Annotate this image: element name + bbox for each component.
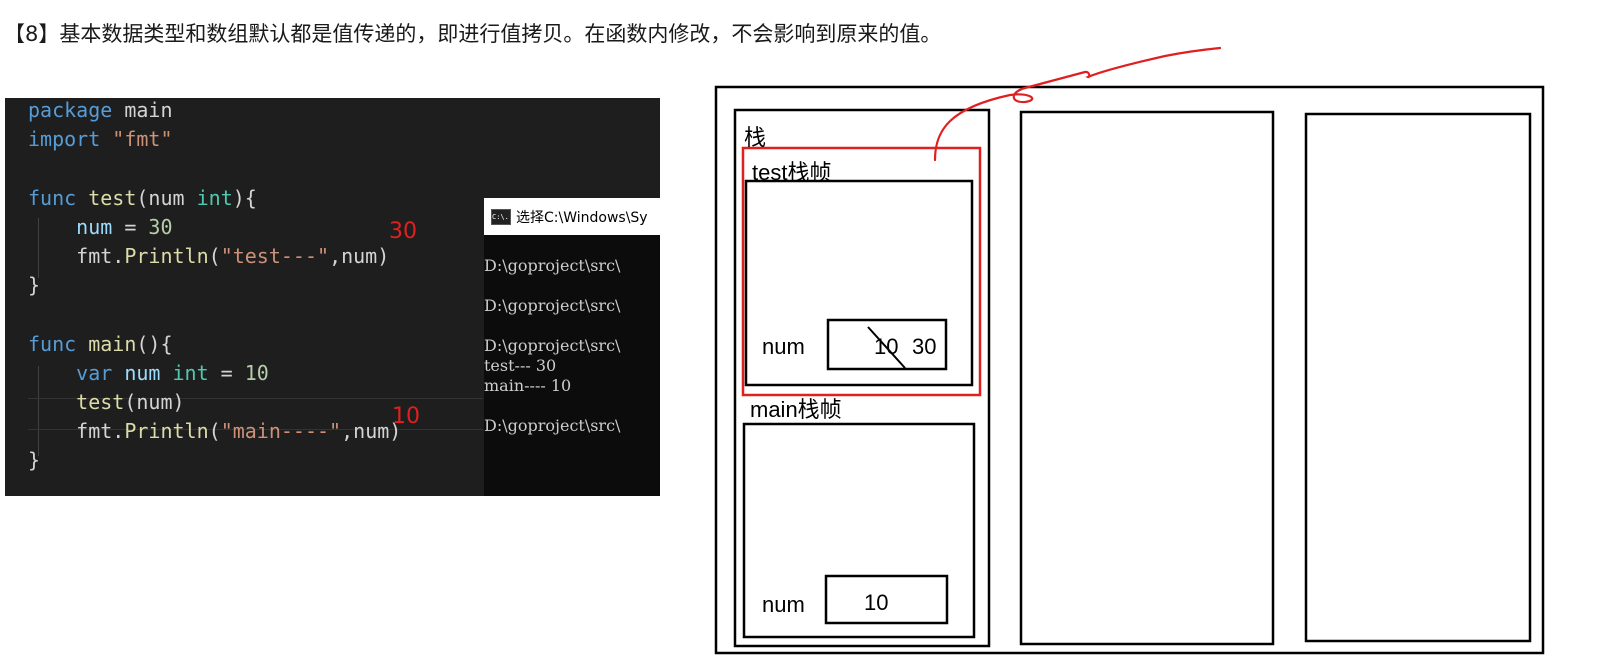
console-line: D:\goproject\src\ bbox=[484, 416, 621, 435]
console-icon: C:\. bbox=[491, 209, 511, 225]
code-line-2: import "fmt" bbox=[28, 127, 173, 151]
main-num-value: 10 bbox=[864, 590, 889, 615]
stack-label: 栈 bbox=[744, 125, 767, 150]
code-line-6: fmt.Println("test---",num) bbox=[76, 244, 390, 268]
console-window: C:\. 选择C:\Windows\Sy D:\goproject\src\ D… bbox=[484, 198, 660, 496]
console-line: D:\goproject\src\ bbox=[484, 296, 621, 315]
annotation-30: 30 bbox=[389, 219, 417, 244]
code-line-1: package main bbox=[28, 98, 173, 122]
code-line-7: } bbox=[28, 273, 41, 297]
main-num-box bbox=[824, 574, 949, 625]
indent-guide bbox=[38, 218, 39, 278]
console-line: D:\goproject\src\ bbox=[484, 336, 621, 355]
page-heading: 【8】基本数据类型和数组默认都是值传递的，即进行值拷贝。在函数内修改，不会影响到… bbox=[4, 22, 942, 46]
strike-through-line bbox=[867, 326, 906, 369]
console-title: 选择C:\Windows\Sy bbox=[516, 210, 648, 226]
test-new-value: 30 bbox=[912, 334, 937, 359]
code-line-5: num = 30 bbox=[76, 215, 173, 239]
console-line: D:\goproject\src\ bbox=[484, 256, 621, 275]
main-num-label: num bbox=[762, 592, 805, 617]
test-frame-label: test栈帧 bbox=[752, 160, 832, 185]
indent-guide bbox=[38, 366, 39, 456]
current-line-highlight bbox=[28, 398, 483, 430]
test-frame-box bbox=[744, 179, 974, 387]
test-num-box bbox=[826, 318, 948, 371]
code-line-4: func test(num int){ bbox=[28, 186, 257, 210]
console-line: test--- 30 bbox=[484, 356, 557, 375]
test-num-label: num bbox=[762, 334, 805, 359]
code-line-13: } bbox=[28, 448, 41, 472]
console-line: main---- 10 bbox=[484, 376, 572, 395]
code-line-10: var num int = 10 bbox=[76, 361, 269, 385]
red-pointer-stroke bbox=[933, 46, 1222, 162]
main-frame-box bbox=[742, 422, 976, 639]
red-highlight-box bbox=[741, 146, 982, 397]
code-line-9: func main(){ bbox=[28, 332, 173, 356]
annotation-10: 10 bbox=[392, 404, 420, 429]
code-line-11: test(num) bbox=[76, 390, 185, 414]
stack-region-box bbox=[733, 108, 991, 648]
main-frame-label: main栈帧 bbox=[750, 397, 842, 422]
region-box-3 bbox=[1304, 112, 1532, 643]
region-box-2 bbox=[1019, 110, 1275, 646]
console-titlebar[interactable]: C:\. 选择C:\Windows\Sy bbox=[484, 198, 660, 235]
test-old-value: 10 bbox=[874, 334, 899, 359]
outer-memory-box bbox=[714, 85, 1545, 655]
code-line-12: fmt.Println("main----",num) bbox=[76, 419, 402, 443]
